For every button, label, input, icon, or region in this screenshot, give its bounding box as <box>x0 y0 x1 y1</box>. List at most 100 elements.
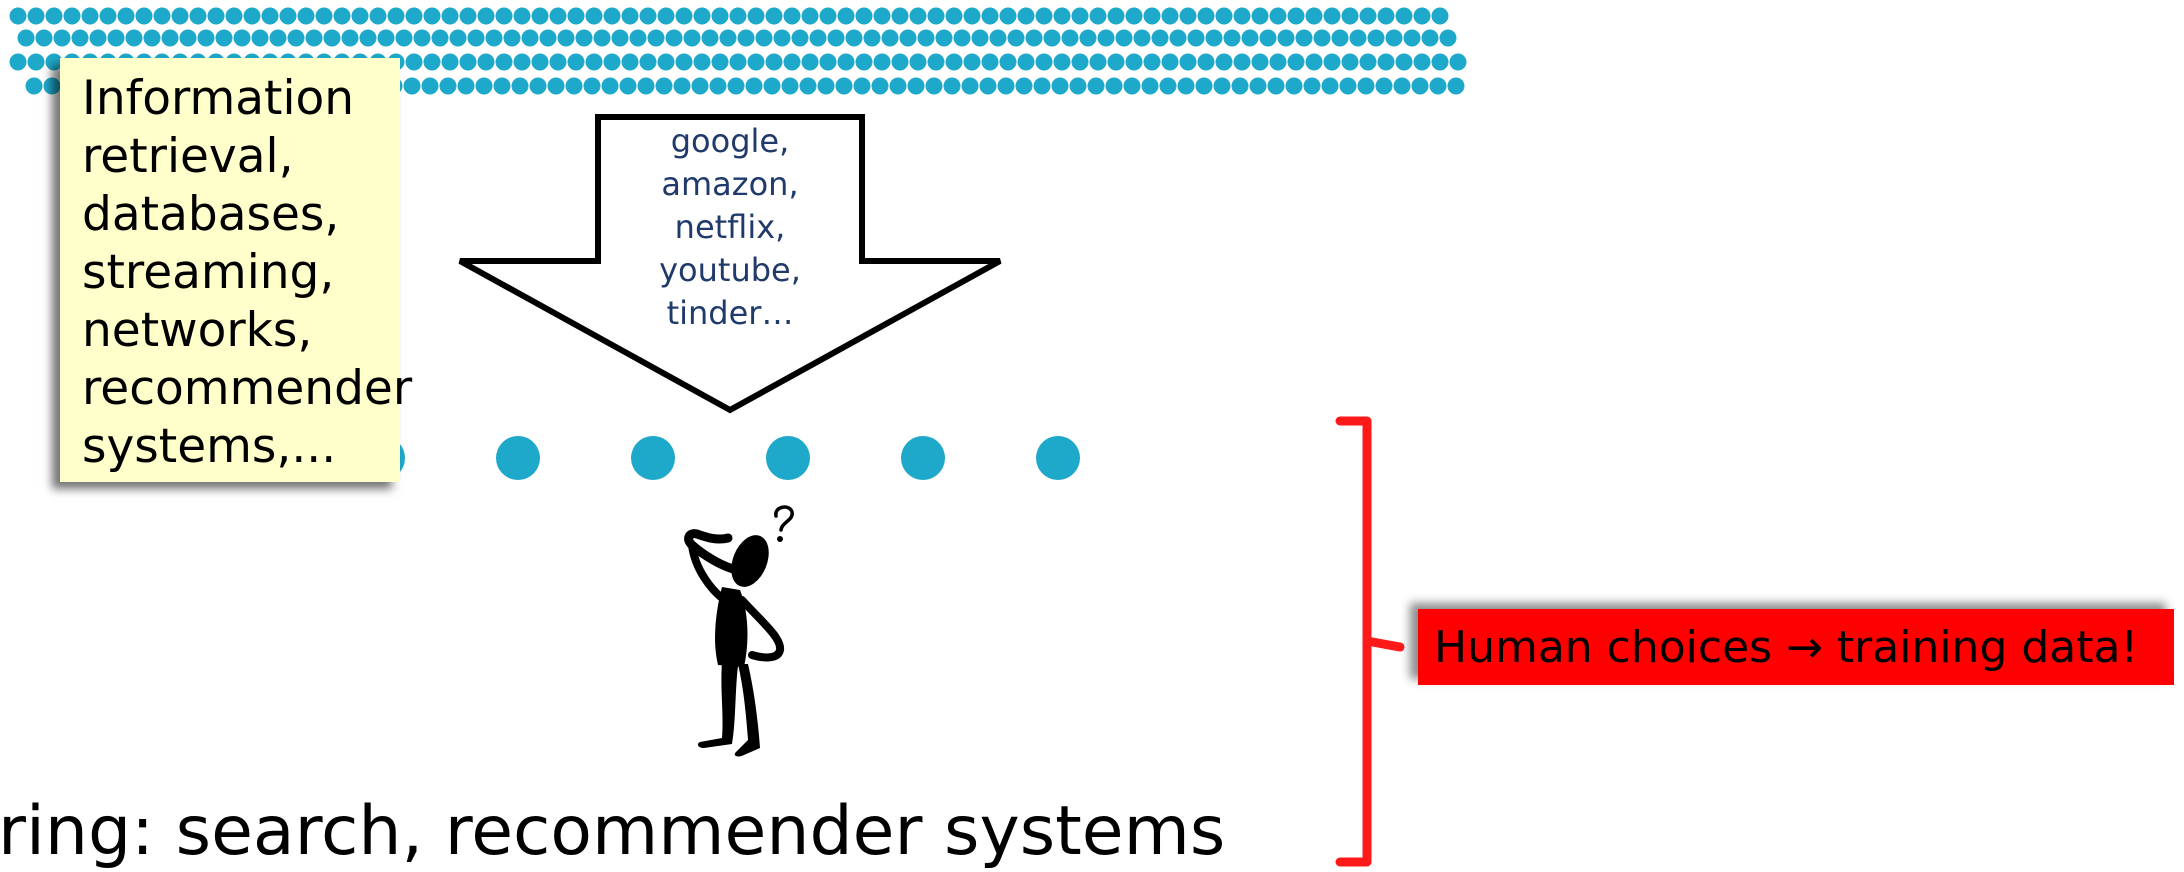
item-dot <box>287 29 305 47</box>
item-dot <box>1223 29 1241 47</box>
item-dot <box>403 77 421 95</box>
item-dot <box>1043 29 1061 47</box>
item-dot <box>1177 77 1195 95</box>
item-dot <box>431 29 449 47</box>
item-dot <box>601 77 619 95</box>
item-dot <box>863 29 881 47</box>
item-dot <box>9 53 27 71</box>
item-dot <box>1359 7 1377 25</box>
item-dot <box>1195 77 1213 95</box>
item-dot <box>513 53 531 71</box>
item-dot <box>1249 77 1267 95</box>
item-dot <box>621 53 639 71</box>
item-dot <box>387 7 405 25</box>
item-dot <box>1125 7 1143 25</box>
item-dot <box>27 53 45 71</box>
filter-arrow <box>458 114 1002 414</box>
item-dot <box>773 29 791 47</box>
item-dot <box>845 29 863 47</box>
item-dot <box>801 53 819 71</box>
item-dot <box>1429 77 1447 95</box>
item-dot <box>225 7 243 25</box>
item-dot <box>459 53 477 71</box>
item-dot <box>1161 53 1179 71</box>
item-dot <box>1305 7 1323 25</box>
item-dot <box>1089 7 1107 25</box>
selected-item-dot <box>1036 436 1080 480</box>
item-dot <box>43 77 61 95</box>
item-dot <box>377 29 395 47</box>
item-dot <box>1033 77 1051 95</box>
item-dot <box>1061 29 1079 47</box>
item-dot <box>1395 7 1413 25</box>
item-dot <box>1197 7 1215 25</box>
item-dot <box>963 53 981 71</box>
item-dot <box>529 77 547 95</box>
item-dot <box>765 53 783 71</box>
item-dot <box>871 77 889 95</box>
item-dot <box>1431 53 1449 71</box>
item-dot <box>1187 29 1205 47</box>
item-dot <box>763 77 781 95</box>
item-dot <box>945 7 963 25</box>
item-dot <box>1143 53 1161 71</box>
item-dot <box>1197 53 1215 71</box>
item-dot <box>1097 29 1115 47</box>
item-dot <box>25 77 43 95</box>
item-dot <box>1105 77 1123 95</box>
item-dot <box>539 29 557 47</box>
item-dot <box>691 77 709 95</box>
item-dot <box>1125 53 1143 71</box>
item-dot <box>1161 7 1179 25</box>
item-dot <box>1115 29 1133 47</box>
item-dot <box>1159 77 1177 95</box>
item-dot <box>1339 77 1357 95</box>
item-dot <box>873 53 891 71</box>
item-dot <box>819 7 837 25</box>
item-dot <box>207 7 225 25</box>
selected-item-dot <box>631 436 675 480</box>
item-dot <box>629 29 647 47</box>
item-dot <box>1143 7 1161 25</box>
item-dot <box>413 29 431 47</box>
item-dot <box>981 53 999 71</box>
item-dot <box>279 7 297 25</box>
item-dot <box>1349 29 1367 47</box>
item-dot <box>639 7 657 25</box>
item-dot <box>1051 77 1069 95</box>
item-dot <box>1287 53 1305 71</box>
item-dot <box>729 7 747 25</box>
item-dot <box>1313 29 1331 47</box>
item-dot <box>1377 7 1395 25</box>
item-dot <box>457 77 475 95</box>
training-data-callout-text: Human choices → training data! <box>1434 621 2139 673</box>
item-dot <box>1069 77 1087 95</box>
item-dot <box>907 77 925 95</box>
item-dot <box>1079 29 1097 47</box>
item-dot <box>531 53 549 71</box>
question-mark-icon <box>774 505 794 542</box>
item-dot <box>171 7 189 25</box>
item-dot <box>979 77 997 95</box>
item-dot <box>943 77 961 95</box>
research-areas-note: Information retrieval, databases, stream… <box>60 58 412 482</box>
item-dot <box>27 7 45 25</box>
item-dot <box>1377 53 1395 71</box>
item-dot <box>583 77 601 95</box>
item-dot <box>1323 7 1341 25</box>
item-dot <box>493 77 511 95</box>
item-dot <box>297 7 315 25</box>
item-dot <box>243 7 261 25</box>
platform-examples-text: google, amazon, netflix, youtube, tinder… <box>659 122 801 332</box>
item-dot <box>99 7 117 25</box>
item-dot <box>467 29 485 47</box>
item-dot <box>1411 77 1429 95</box>
item-dot <box>549 53 567 71</box>
item-dot <box>251 29 269 47</box>
item-dot <box>475 77 493 95</box>
item-dot <box>405 53 423 71</box>
item-dot <box>1017 7 1035 25</box>
selected-items-row <box>361 436 1080 480</box>
item-dot <box>997 77 1015 95</box>
item-dot <box>817 77 835 95</box>
